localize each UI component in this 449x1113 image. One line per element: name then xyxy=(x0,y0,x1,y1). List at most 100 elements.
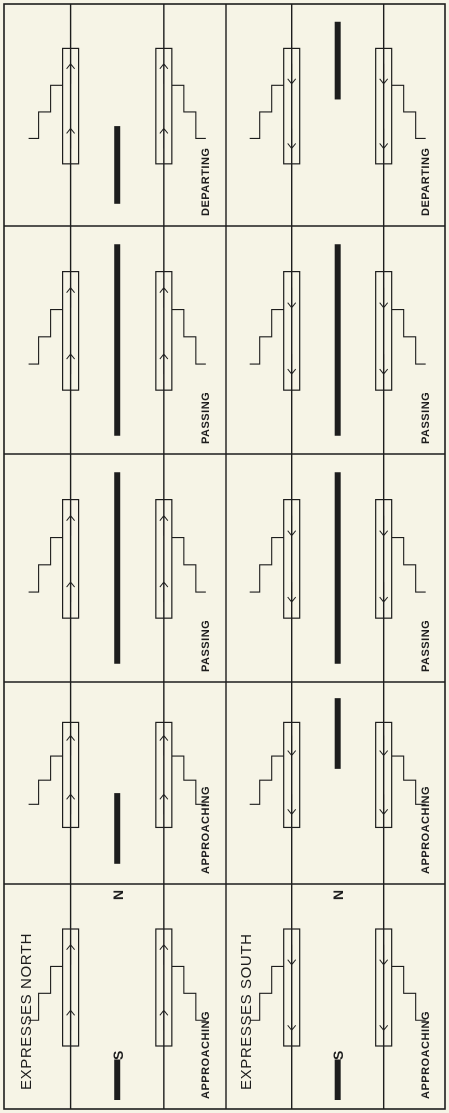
train-bar xyxy=(334,472,341,664)
arrow-icon xyxy=(159,62,169,84)
signal-frame xyxy=(61,499,80,619)
signal-frame xyxy=(375,47,393,165)
signal-frame xyxy=(61,928,80,1047)
train-bar xyxy=(334,21,341,100)
stepped-plate xyxy=(391,308,426,365)
arrow-icon xyxy=(66,943,75,965)
stage-caption: PASSING xyxy=(420,391,432,444)
arrow-icon xyxy=(66,62,75,84)
arrow-icon xyxy=(379,1010,389,1032)
train-bar xyxy=(114,244,121,436)
arrow-icon xyxy=(379,354,389,375)
arrow-icon xyxy=(287,582,297,603)
stage-caption: APPROACHING xyxy=(420,1010,432,1099)
signal-frame xyxy=(375,271,393,391)
arrow-icon xyxy=(159,943,169,965)
train-bar xyxy=(334,698,341,769)
stepped-plate xyxy=(249,536,284,593)
signal-frame xyxy=(155,928,173,1047)
signal-frame xyxy=(155,47,173,165)
signal-frame xyxy=(61,721,80,829)
stepped-plate xyxy=(28,755,63,805)
arrow-icon xyxy=(379,582,389,603)
signal-frame xyxy=(61,47,80,165)
stage-caption: PASSING xyxy=(200,391,212,444)
stepped-plate xyxy=(171,84,206,139)
stepped-plate xyxy=(28,84,63,139)
stepped-plate xyxy=(171,536,206,593)
arrow-icon xyxy=(66,1009,75,1031)
arrow-icon xyxy=(379,287,389,309)
signal-frame xyxy=(375,721,393,829)
arrow-icon xyxy=(287,354,297,375)
south-label: S xyxy=(110,1050,126,1060)
train-bar xyxy=(114,126,121,204)
signal-frame xyxy=(155,721,173,829)
stepped-plate xyxy=(249,308,284,365)
diagram-frame xyxy=(3,3,446,1110)
stepped-plate xyxy=(171,308,206,365)
train-bar xyxy=(114,793,121,864)
train-bar xyxy=(334,244,341,436)
arrow-icon xyxy=(287,63,297,85)
arrow-icon xyxy=(287,128,297,150)
arrow-icon xyxy=(66,127,75,149)
arrow-icon xyxy=(379,735,389,757)
section-heading: EXPRESSES NORTH xyxy=(18,932,35,1090)
arrow-icon xyxy=(287,287,297,309)
stage-caption: DEPARTING xyxy=(200,147,212,216)
stepped-plate xyxy=(391,536,426,593)
stepped-plate xyxy=(391,755,426,805)
stage-caption: APPROACHING xyxy=(200,785,212,874)
arrow-icon xyxy=(287,735,297,757)
signal-frame xyxy=(61,271,80,391)
signal-frame xyxy=(375,499,393,619)
stepped-plate xyxy=(171,965,206,1021)
stepped-plate xyxy=(249,755,284,805)
arrow-icon xyxy=(159,793,169,815)
arrow-icon xyxy=(379,63,389,85)
stage-caption: APPROACHING xyxy=(420,785,432,874)
stepped-plate xyxy=(249,965,284,1021)
stepped-plate xyxy=(28,965,63,1021)
train-bar xyxy=(334,1059,341,1100)
stage-caption: PASSING xyxy=(420,619,432,672)
signal-frame xyxy=(283,47,301,165)
signal-frame xyxy=(283,499,301,619)
north-label: N xyxy=(110,889,126,900)
south-label: S xyxy=(330,1050,346,1060)
arrow-icon xyxy=(287,1010,297,1032)
signal-frame xyxy=(283,928,301,1047)
stepped-plate xyxy=(249,84,284,139)
signal-frame xyxy=(375,928,393,1047)
arrow-icon xyxy=(159,353,169,375)
arrow-icon xyxy=(287,944,297,966)
signal-frame xyxy=(155,271,173,391)
arrow-icon xyxy=(379,515,389,537)
stage-caption: PASSING xyxy=(200,619,212,672)
arrow-icon xyxy=(66,793,75,815)
stepped-plate xyxy=(391,965,426,1021)
arrow-icon xyxy=(159,286,169,308)
arrow-icon xyxy=(159,581,169,603)
section-heading: EXPRESSES SOUTH xyxy=(238,933,255,1090)
stage-caption: APPROACHING xyxy=(200,1010,212,1099)
arrow-icon xyxy=(287,515,297,537)
arrow-icon xyxy=(379,944,389,966)
north-label: N xyxy=(330,889,346,900)
train-bar xyxy=(114,472,121,664)
arrow-icon xyxy=(159,127,169,149)
stepped-plate xyxy=(171,755,206,805)
arrow-icon xyxy=(66,286,75,308)
signal-frame xyxy=(283,271,301,391)
stepped-plate xyxy=(391,84,426,139)
arrow-icon xyxy=(159,1009,169,1031)
arrow-icon xyxy=(66,514,75,536)
stage-caption: DEPARTING xyxy=(420,147,432,216)
arrow-icon xyxy=(66,581,75,603)
arrow-icon xyxy=(66,353,75,375)
train-bar xyxy=(114,1059,121,1100)
stepped-plate xyxy=(28,536,63,593)
arrow-icon xyxy=(287,794,297,816)
